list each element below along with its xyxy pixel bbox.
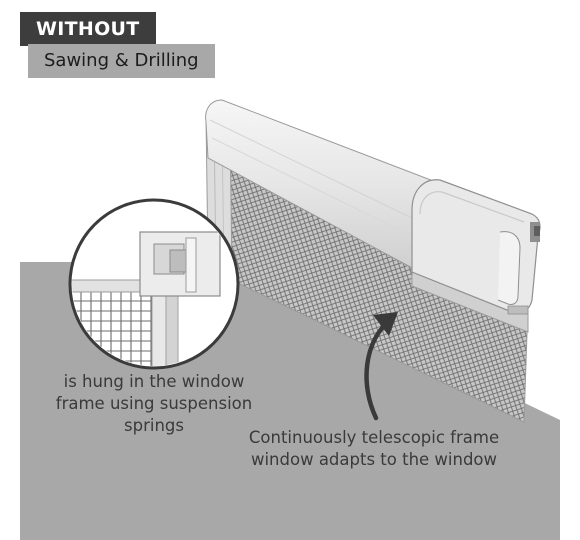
frame-caption: Continuously telescopic frame window ada… [248, 428, 500, 469]
callout-arrow-icon [364, 317, 393, 421]
detail-caption: is hung in the window frame using suspen… [55, 372, 253, 435]
sawing-drilling-label: Sawing & Drilling [28, 44, 215, 78]
without-tag: WITHOUT [20, 12, 156, 46]
